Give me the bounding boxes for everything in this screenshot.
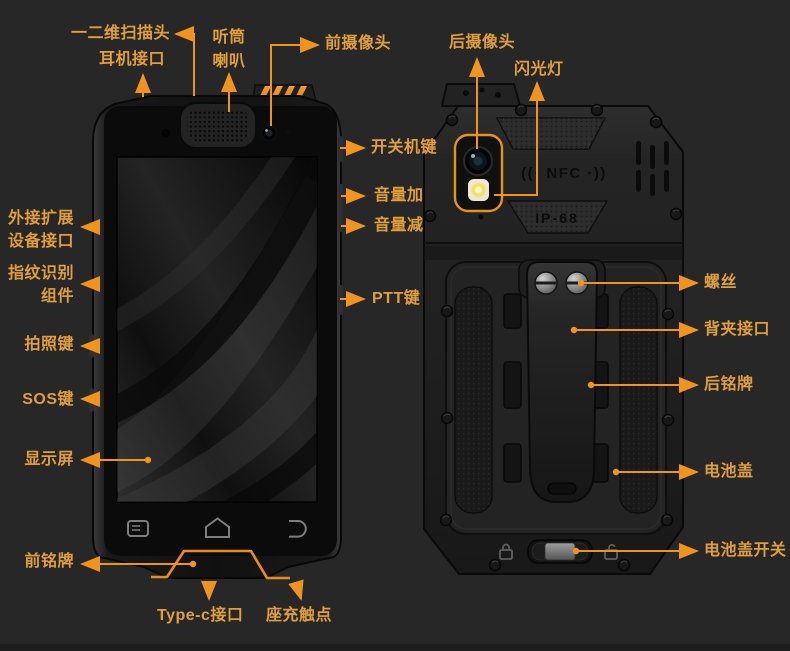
label-camera-key: 拍照键 xyxy=(24,336,74,353)
leader-flash xyxy=(494,81,545,196)
label-type-c-port: Type-c接口 xyxy=(157,607,244,624)
label-rear-camera: 后摄像头 xyxy=(449,34,516,51)
nav-menu-icon xyxy=(127,520,149,537)
ip68-marking: IP-68 xyxy=(535,210,578,226)
front-phone xyxy=(89,84,343,580)
ip68-panel xyxy=(506,200,609,234)
label-dock-contacts: 座充触点 xyxy=(266,607,333,624)
label-screws: 螺丝 xyxy=(704,274,738,291)
rear-camera-module xyxy=(453,133,504,213)
label-clip-interface: 背夹接口 xyxy=(704,321,771,338)
top-texture-panel xyxy=(495,117,607,150)
light-sensor xyxy=(285,129,291,135)
label-expansion-port: 外接扩展 设备接口 xyxy=(7,210,74,250)
label-scanner-head: 一二维扫描头 xyxy=(70,25,170,42)
label-ptt-key: PTT键 xyxy=(372,290,421,307)
nav-home-icon xyxy=(205,517,230,538)
battery-cover-switch xyxy=(527,539,593,564)
proximity-sensor xyxy=(161,128,171,138)
earpiece-grille xyxy=(179,102,257,149)
rear-mic-hole xyxy=(478,214,484,220)
padlock-locked-icon xyxy=(499,543,513,560)
label-display: 显示屏 xyxy=(24,451,74,468)
clip-screw xyxy=(534,271,558,295)
label-earpiece-speaker: 听筒 喇叭 xyxy=(212,29,246,70)
nfc-marking: ((· NFC ·)) xyxy=(521,165,607,182)
belt-clip xyxy=(518,259,606,503)
label-flash: 闪光灯 xyxy=(514,61,564,78)
label-headphone-jack: 耳机接口 xyxy=(99,51,166,68)
nav-back-icon xyxy=(289,520,307,538)
back-phone: ((· NFC ·)) IP-68 xyxy=(423,83,684,575)
front-camera xyxy=(261,125,277,141)
label-battery-cover: 电池盖 xyxy=(704,463,754,480)
grip-left xyxy=(454,286,493,514)
label-volume-up: 音量加 xyxy=(374,187,424,204)
flash-led xyxy=(468,179,489,201)
grip-right xyxy=(619,286,658,514)
speaker-grille xyxy=(636,141,669,196)
leader-front-camera xyxy=(270,37,320,126)
display-screen xyxy=(116,156,318,503)
label-power-key: 开关机键 xyxy=(371,139,438,156)
rear-camera-lens xyxy=(463,146,493,176)
bottom-shade xyxy=(0,644,790,651)
label-fingerprint: 指纹识别 组件 xyxy=(7,265,74,305)
leader-dock-contacts xyxy=(288,579,304,601)
clip-screw xyxy=(565,271,589,295)
front-nameplate-outline xyxy=(151,549,290,580)
leader-scanner-head xyxy=(174,26,195,96)
label-volume-down: 音量减 xyxy=(374,217,424,234)
label-front-camera: 前摄像头 xyxy=(325,35,392,52)
leader-dots xyxy=(144,279,620,568)
label-sos-key: SOS键 xyxy=(22,391,74,408)
label-rear-nameplate: 后铭牌 xyxy=(704,376,754,393)
label-front-nameplate: 前铭牌 xyxy=(24,553,74,570)
label-battery-switch: 电池盖开关 xyxy=(704,542,787,559)
